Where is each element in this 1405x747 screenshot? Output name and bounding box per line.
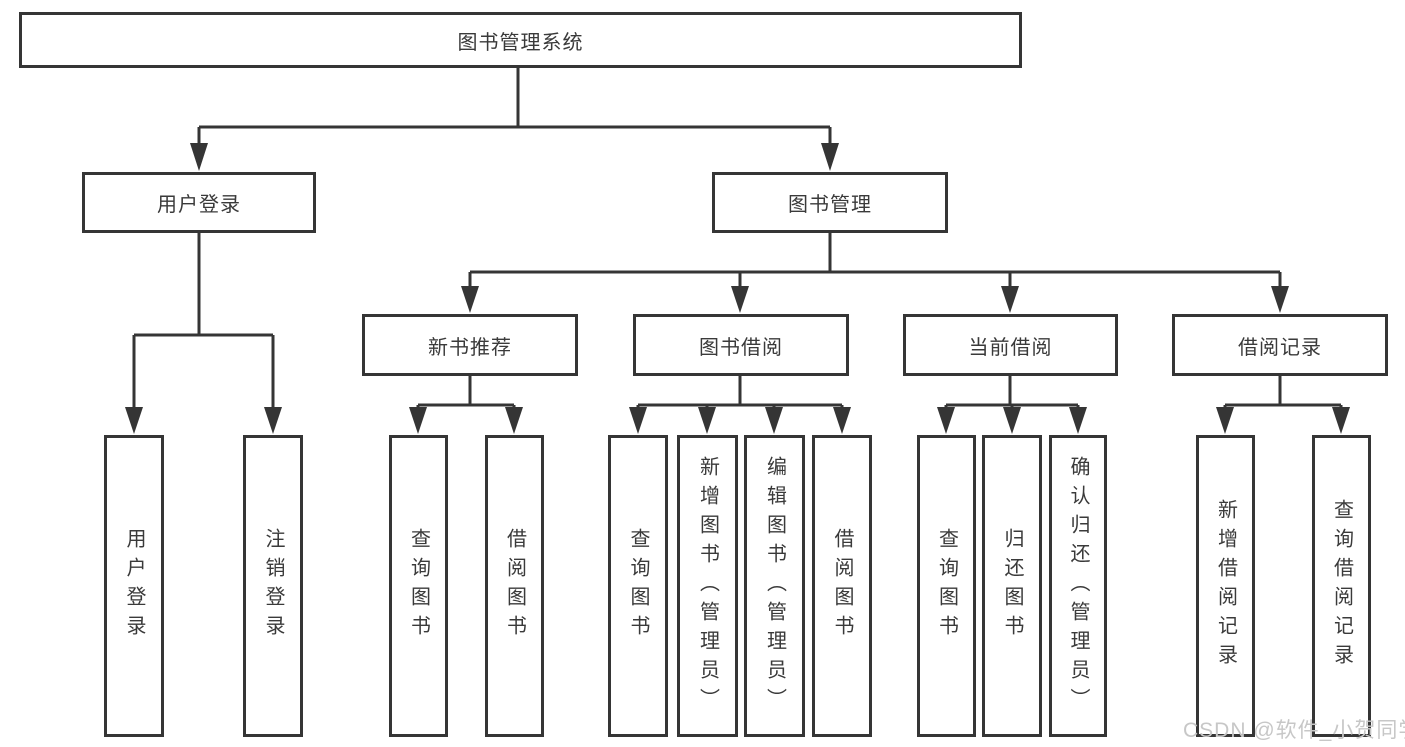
node-leaf-logout: 注销登录 bbox=[243, 435, 303, 737]
node-leaf-edit-books: 编辑图书（管理员） bbox=[744, 435, 805, 737]
node-label-borrowing-records: 借阅记录 bbox=[1238, 336, 1322, 359]
node-leaf-query-borrow-record: 查询借阅记录 bbox=[1312, 435, 1371, 737]
node-label-leaf-confirm-return: 确认归还（管理员） bbox=[1067, 455, 1089, 717]
node-label-leaf-return-books: 归还图书 bbox=[1001, 528, 1023, 644]
node-label-leaf-borrow-books-1: 借阅图书 bbox=[503, 528, 526, 644]
node-label-leaf-add-borrow-record: 新增借阅记录 bbox=[1214, 499, 1237, 673]
node-user-login: 用户登录 bbox=[82, 172, 316, 233]
arrowhead-icon bbox=[821, 143, 839, 171]
arrowhead-icon bbox=[125, 407, 143, 434]
node-label-leaf-edit-books: 编辑图书（管理员） bbox=[763, 455, 786, 717]
node-label-root: 图书管理系统 bbox=[457, 31, 584, 54]
node-label-book-borrowing: 图书借阅 bbox=[699, 336, 783, 359]
arrowhead-icon bbox=[409, 407, 427, 434]
node-root: 图书管理系统 bbox=[19, 12, 1022, 68]
node-leaf-borrow-books-2: 借阅图书 bbox=[812, 435, 872, 737]
arrowhead-icon bbox=[698, 407, 716, 434]
arrowhead-icon bbox=[629, 407, 647, 434]
node-leaf-query-books-1: 查询图书 bbox=[389, 435, 448, 737]
node-book-borrowing: 图书借阅 bbox=[633, 314, 849, 376]
arrowhead-icon bbox=[505, 407, 523, 434]
arrowhead-icon bbox=[264, 407, 282, 434]
arrowhead-icon bbox=[1003, 407, 1021, 434]
node-leaf-add-books: 新增图书（管理员） bbox=[677, 435, 738, 737]
watermark: CSDN @软件_小贺同学 bbox=[1183, 719, 1405, 742]
node-label-leaf-add-books: 新增图书（管理员） bbox=[696, 455, 719, 717]
node-label-leaf-query-books-2: 查询图书 bbox=[627, 528, 649, 644]
node-leaf-query-books-2: 查询图书 bbox=[608, 435, 668, 737]
node-label-user-login: 用户登录 bbox=[157, 194, 241, 216]
node-current-borrowing: 当前借阅 bbox=[903, 314, 1118, 376]
node-label-leaf-query-books-3: 查询图书 bbox=[935, 528, 958, 644]
node-leaf-user-login: 用户登录 bbox=[104, 435, 164, 737]
node-leaf-confirm-return: 确认归还（管理员） bbox=[1049, 435, 1107, 737]
node-leaf-query-books-3: 查询图书 bbox=[917, 435, 976, 737]
node-new-book-recommend: 新书推荐 bbox=[362, 314, 578, 376]
node-label-current-borrowing: 当前借阅 bbox=[968, 336, 1053, 359]
node-label-leaf-borrow-books-2: 借阅图书 bbox=[831, 528, 853, 644]
arrowhead-icon bbox=[1069, 407, 1087, 434]
node-label-leaf-query-books-1: 查询图书 bbox=[407, 528, 430, 644]
node-leaf-return-books: 归还图书 bbox=[982, 435, 1042, 737]
arrowhead-icon bbox=[731, 286, 749, 313]
arrowhead-icon bbox=[833, 407, 851, 434]
node-leaf-add-borrow-record: 新增借阅记录 bbox=[1196, 435, 1255, 737]
arrowhead-icon bbox=[937, 407, 955, 434]
arrowhead-icon bbox=[765, 407, 783, 434]
arrowhead-icon bbox=[1332, 407, 1350, 434]
node-borrowing-records: 借阅记录 bbox=[1172, 314, 1388, 376]
node-leaf-borrow-books-1: 借阅图书 bbox=[485, 435, 544, 737]
arrowhead-icon bbox=[1001, 286, 1019, 313]
node-label-book-management: 图书管理 bbox=[788, 194, 872, 216]
node-label-leaf-user-login: 用户登录 bbox=[123, 528, 145, 644]
node-label-new-book-recommend: 新书推荐 bbox=[428, 336, 512, 359]
arrowhead-icon bbox=[190, 143, 208, 171]
node-label-leaf-logout: 注销登录 bbox=[262, 528, 284, 644]
arrowhead-icon bbox=[1271, 286, 1289, 313]
node-book-management: 图书管理 bbox=[712, 172, 948, 233]
arrowhead-icon bbox=[1216, 407, 1234, 434]
node-label-leaf-query-borrow-record: 查询借阅记录 bbox=[1330, 499, 1353, 673]
arrowhead-icon bbox=[461, 286, 479, 313]
